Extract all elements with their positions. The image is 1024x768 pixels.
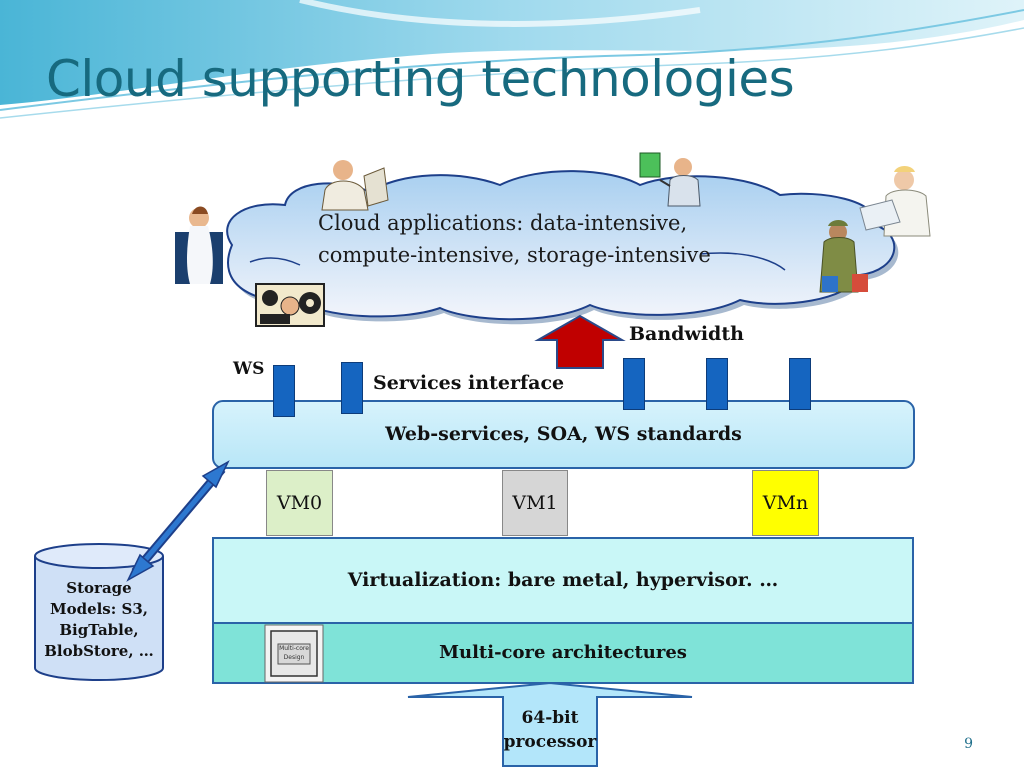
cloud-shape [226,170,899,325]
storage-cylinder [34,543,164,681]
scientist-icon [321,160,389,211]
chip-label-line2: Design [283,654,305,661]
doctor-icon [175,206,223,284]
processor-line1: 64-bit [521,708,579,728]
storage-line3: BigTable, [59,621,139,639]
processor-arrow [407,681,693,767]
processor-line2: processor [503,732,597,752]
header-wave-decoration [0,0,1024,119]
cloud-text-line2: compute-intensive, storage-intensive [318,243,711,267]
storage-line1: Storage [66,579,132,597]
storage-models-text: Storage Models: S3, BigTable, BlobStore,… [35,578,163,662]
ws-connector-1 [273,365,295,417]
page-number: 9 [964,736,973,752]
ws-connector-5 [789,358,811,410]
chip-label-line1: Multi-core [279,645,309,652]
vm1-box: VM1 [502,470,568,536]
vmn-label: VMn [762,492,809,514]
presenter-icon [639,152,701,207]
worker-icon [819,220,868,293]
services-interface-label: Services interface [373,372,565,394]
cloud-text-line1: Cloud applications: data-intensive, [318,211,688,235]
storage-line4: BlobStore, … [44,642,154,660]
cloud-applications-text: Cloud applications: data-intensive, comp… [318,207,711,271]
engineer-icon [859,166,931,237]
bandwidth-arrow [534,314,626,369]
ws-connector-3 [623,358,645,410]
vm0-label: VM0 [276,492,323,514]
ws-connector-2 [341,362,363,414]
ws-connector-4 [706,358,728,410]
storage-line2: Models: S3, [49,600,149,618]
vm1-label: VM1 [512,492,558,514]
chip-label: Multi-core Design [278,644,310,662]
vmn-box: VMn [752,470,819,536]
vm0-box: VM0 [266,470,333,536]
ws-label: WS [233,359,265,379]
multicore-text: Multi-core architectures [439,642,687,663]
processor-text: 64-bit processor [503,706,597,754]
bandwidth-label: Bandwidth [629,323,744,345]
slide-title: Cloud supporting technologies [46,50,795,108]
web-services-text: Web-services, SOA, WS standards [385,423,742,445]
chip-icon [264,624,324,683]
gears-icon [255,283,325,327]
storage-connector-arrow [126,460,230,582]
web-services-layer [212,400,915,469]
multicore-layer [212,622,914,684]
virtualization-text: Virtualization: bare metal, hypervisor. … [347,569,779,591]
